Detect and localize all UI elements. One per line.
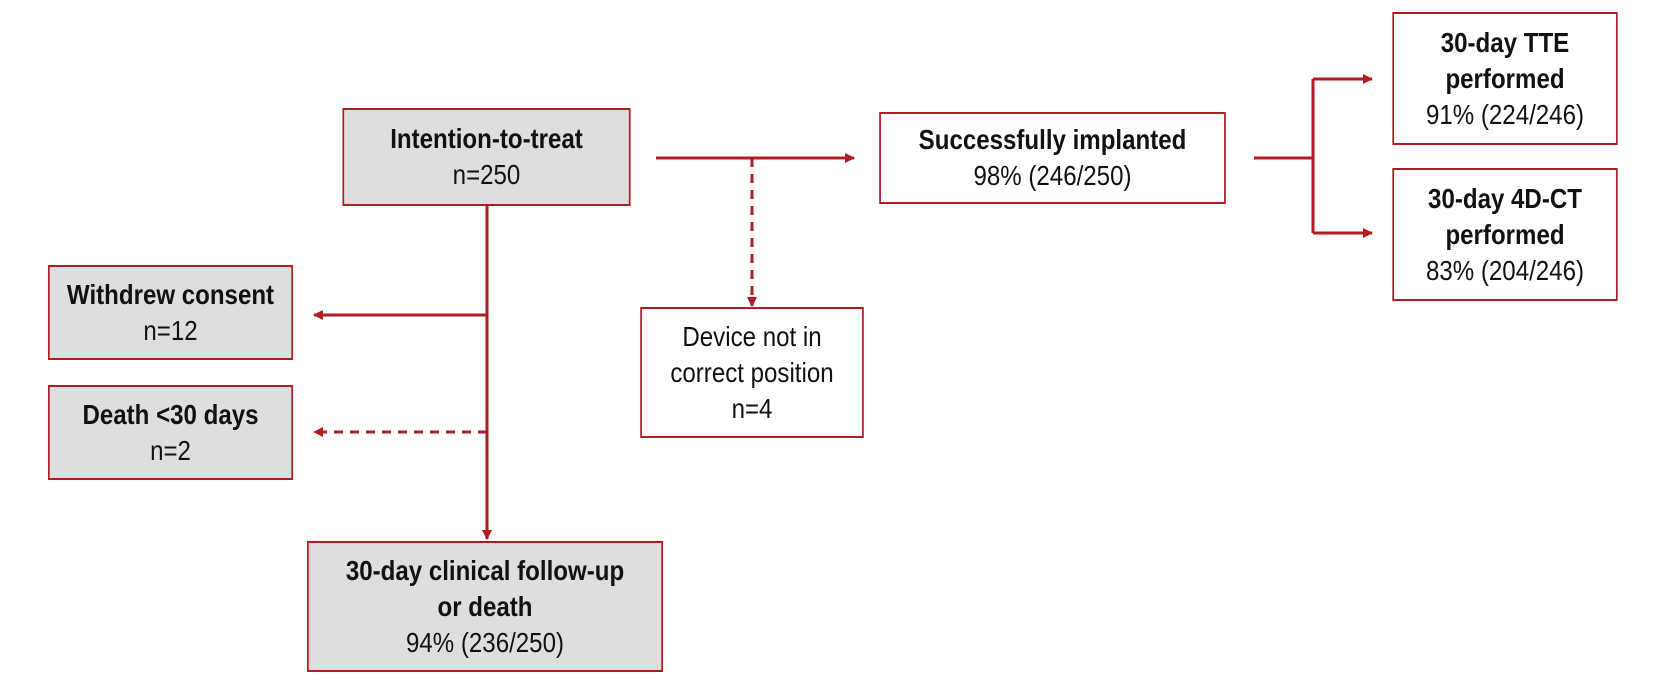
device-value: n=4 [731, 392, 773, 424]
device-line1: Device not in [682, 320, 822, 352]
tte-value: 91% (224/246) [1426, 98, 1584, 130]
node-successfully-implanted: Successfully implanted 98% (246/250) [879, 112, 1226, 204]
node-death-under-30-days: Death <30 days n=2 [47, 385, 294, 480]
ct-value: 83% (204/246) [1426, 254, 1584, 286]
itt-title: Intention-to-treat [390, 123, 583, 154]
tte-title-line2: performed [1445, 62, 1565, 94]
node-30-day-tte: 30-day TTE performed 91% (224/246) [1392, 12, 1618, 145]
implanted-title: Successfully implanted [918, 124, 1187, 155]
node-30-day-clinical-follow-up: 30-day clinical follow-up or death 94% (… [306, 541, 664, 672]
ct-title-line1: 30-day 4D-CT [1428, 182, 1582, 214]
node-device-not-in-position: Device not in correct position n=4 [640, 307, 864, 438]
device-line2: correct position [670, 356, 834, 388]
node-intention-to-treat: Intention-to-treat n=250 [342, 108, 631, 206]
node-withdrew-consent: Withdrew consent n=12 [47, 265, 294, 360]
followup-value: 94% (236/250) [406, 626, 564, 658]
death-value: n=2 [150, 434, 191, 466]
followup-title-line2: or death [437, 590, 533, 622]
ct-title-line2: performed [1445, 218, 1565, 250]
death-title: Death <30 days [82, 398, 259, 430]
tte-title-line1: 30-day TTE [1440, 26, 1570, 58]
implanted-value: 98% (246/250) [973, 160, 1132, 191]
node-30-day-4d-ct: 30-day 4D-CT performed 83% (204/246) [1392, 168, 1618, 301]
itt-value: n=250 [452, 159, 521, 190]
withdrew-value: n=12 [143, 314, 198, 346]
followup-title-line1: 30-day clinical follow-up [345, 554, 625, 586]
withdrew-title: Withdrew consent [66, 278, 275, 310]
